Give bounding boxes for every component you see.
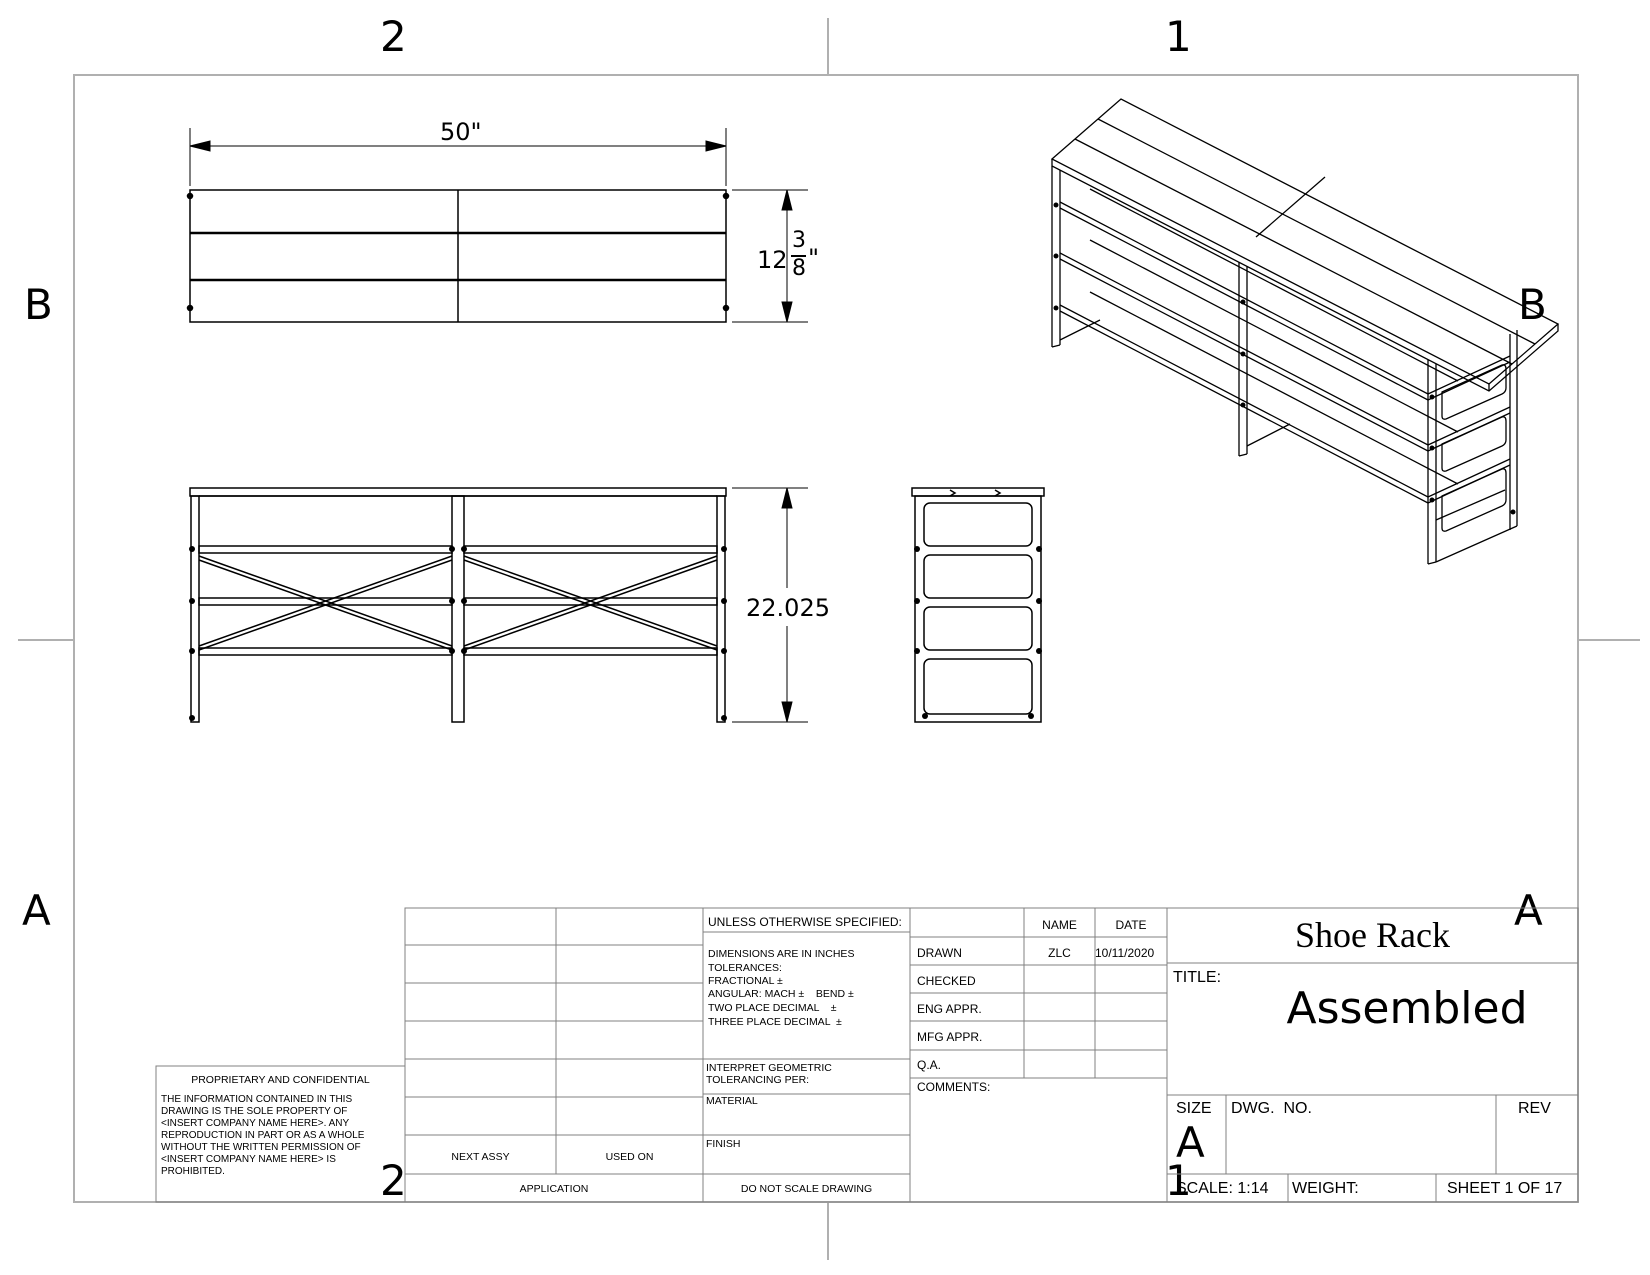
size-label: SIZE xyxy=(1176,1100,1212,1117)
fractional-label: FRACTIONAL ± xyxy=(708,975,783,987)
mfg-appr-label: MFG APPR. xyxy=(917,1030,983,1044)
zone-label-bottom-1: 1 xyxy=(1165,1156,1192,1205)
drawn-date: 10/11/2020 xyxy=(1095,946,1155,960)
title-block-grid xyxy=(155,907,1579,1203)
drawing-title: Assembled xyxy=(1286,983,1528,1034)
tolerancing-per-label: TOLERANCING PER: xyxy=(706,1074,810,1086)
checked-label: CHECKED xyxy=(917,974,976,988)
dimension-depth-numerator: 3 xyxy=(792,228,806,253)
next-assy-label: NEXT ASSY xyxy=(451,1151,510,1163)
dimension-depth-unit: " xyxy=(808,244,820,272)
dimension-length-label: 50" xyxy=(440,118,482,146)
comments-label: COMMENTS: xyxy=(917,1080,991,1094)
dimension-depth-denominator: 8 xyxy=(792,256,806,281)
unless-specified-label: UNLESS OTHERWISE SPECIFIED: xyxy=(708,915,902,929)
eng-appr-label: ENG APPR. xyxy=(917,1002,982,1016)
zone-label-bottom-2: 2 xyxy=(380,1156,407,1205)
dimension-height-label: 22.025 xyxy=(746,594,830,622)
zone-label-left-a: A xyxy=(22,886,51,935)
company-name: Shoe Rack xyxy=(1295,915,1450,955)
qa-label: Q.A. xyxy=(917,1058,942,1072)
zone-label-top-2: 2 xyxy=(380,12,407,61)
dimension-depth-fraction-bar xyxy=(791,255,806,257)
sheet-label: SHEET 1 OF 17 xyxy=(1447,1180,1563,1197)
application-label: APPLICATION xyxy=(519,1183,589,1195)
scale-label: SCALE: 1:14 xyxy=(1176,1180,1269,1197)
title-label: TITLE: xyxy=(1173,969,1222,986)
two-place-label: TWO PLACE DECIMAL ± xyxy=(708,1002,837,1014)
front-view xyxy=(189,487,727,723)
finish-label: FINISH xyxy=(706,1138,741,1150)
zone-label-right-b: B xyxy=(1518,280,1547,329)
dimension-depth-whole: 12 xyxy=(757,246,788,274)
date-header: DATE xyxy=(1115,918,1147,932)
angular-label: ANGULAR: MACH ± BEND ± xyxy=(708,988,854,1000)
proprietary-text: THE INFORMATION CONTAINED IN THIS DRAWIN… xyxy=(161,1094,365,1177)
three-place-label: THREE PLACE DECIMAL ± xyxy=(708,1016,842,1028)
size-value: A xyxy=(1176,1118,1205,1167)
top-view xyxy=(186,189,730,323)
proprietary-title: PROPRIETARY AND CONFIDENTIAL xyxy=(191,1074,370,1086)
drawn-label: DRAWN xyxy=(917,946,962,960)
drawn-name: ZLC xyxy=(1048,946,1071,960)
tolerances-label: TOLERANCES: xyxy=(708,962,782,974)
do-not-scale-label: DO NOT SCALE DRAWING xyxy=(740,1183,873,1195)
zone-label-right-a: A xyxy=(1514,886,1543,935)
name-header: NAME xyxy=(1042,918,1077,932)
zone-label-left-b: B xyxy=(24,280,53,329)
dimension-depth-line xyxy=(732,189,808,323)
rev-label: REV xyxy=(1518,1100,1551,1117)
dimension-height-line xyxy=(732,487,808,723)
dimension-length-line xyxy=(189,128,727,186)
dims-in-inches-label: DIMENSIONS ARE IN INCHES xyxy=(708,948,855,960)
material-label: MATERIAL xyxy=(706,1095,758,1107)
interpret-geometric-label: INTERPRET GEOMETRIC xyxy=(706,1062,832,1074)
isometric-view xyxy=(1050,98,1560,565)
zone-label-top-1: 1 xyxy=(1165,12,1192,61)
side-view xyxy=(911,487,1045,723)
used-on-label: USED ON xyxy=(605,1151,654,1163)
weight-label: WEIGHT: xyxy=(1292,1180,1359,1197)
dwg-no-label: DWG. NO. xyxy=(1231,1100,1312,1117)
